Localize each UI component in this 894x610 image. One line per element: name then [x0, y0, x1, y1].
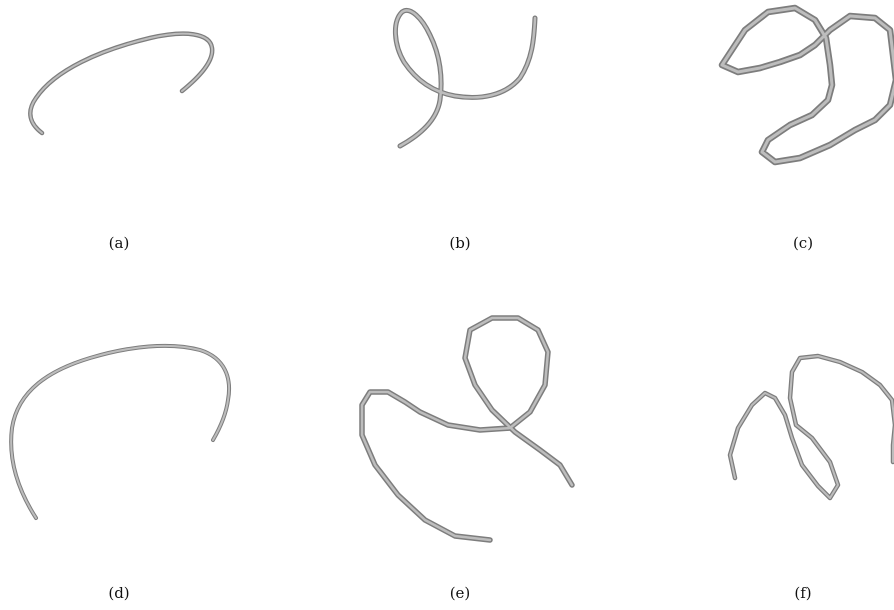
curve-d	[9, 343, 231, 520]
caption-b: (b)	[449, 234, 470, 252]
curve-b	[393, 8, 538, 149]
curve-a	[28, 31, 215, 136]
curve-f	[727, 353, 894, 501]
panel-b: (b)	[393, 8, 538, 252]
panel-a: (a)	[28, 31, 215, 252]
caption-f: (f)	[794, 584, 811, 602]
caption-c: (c)	[793, 234, 813, 252]
caption-d: (d)	[108, 584, 129, 602]
curve-e	[359, 315, 575, 543]
caption-e: (e)	[450, 584, 471, 602]
panel-f: (f)	[727, 353, 894, 602]
panel-d: (d)	[9, 343, 231, 602]
panel-c: (c)	[718, 4, 894, 252]
panel-e: (e)	[359, 315, 575, 602]
curve-c	[718, 4, 894, 166]
caption-a: (a)	[109, 234, 130, 252]
